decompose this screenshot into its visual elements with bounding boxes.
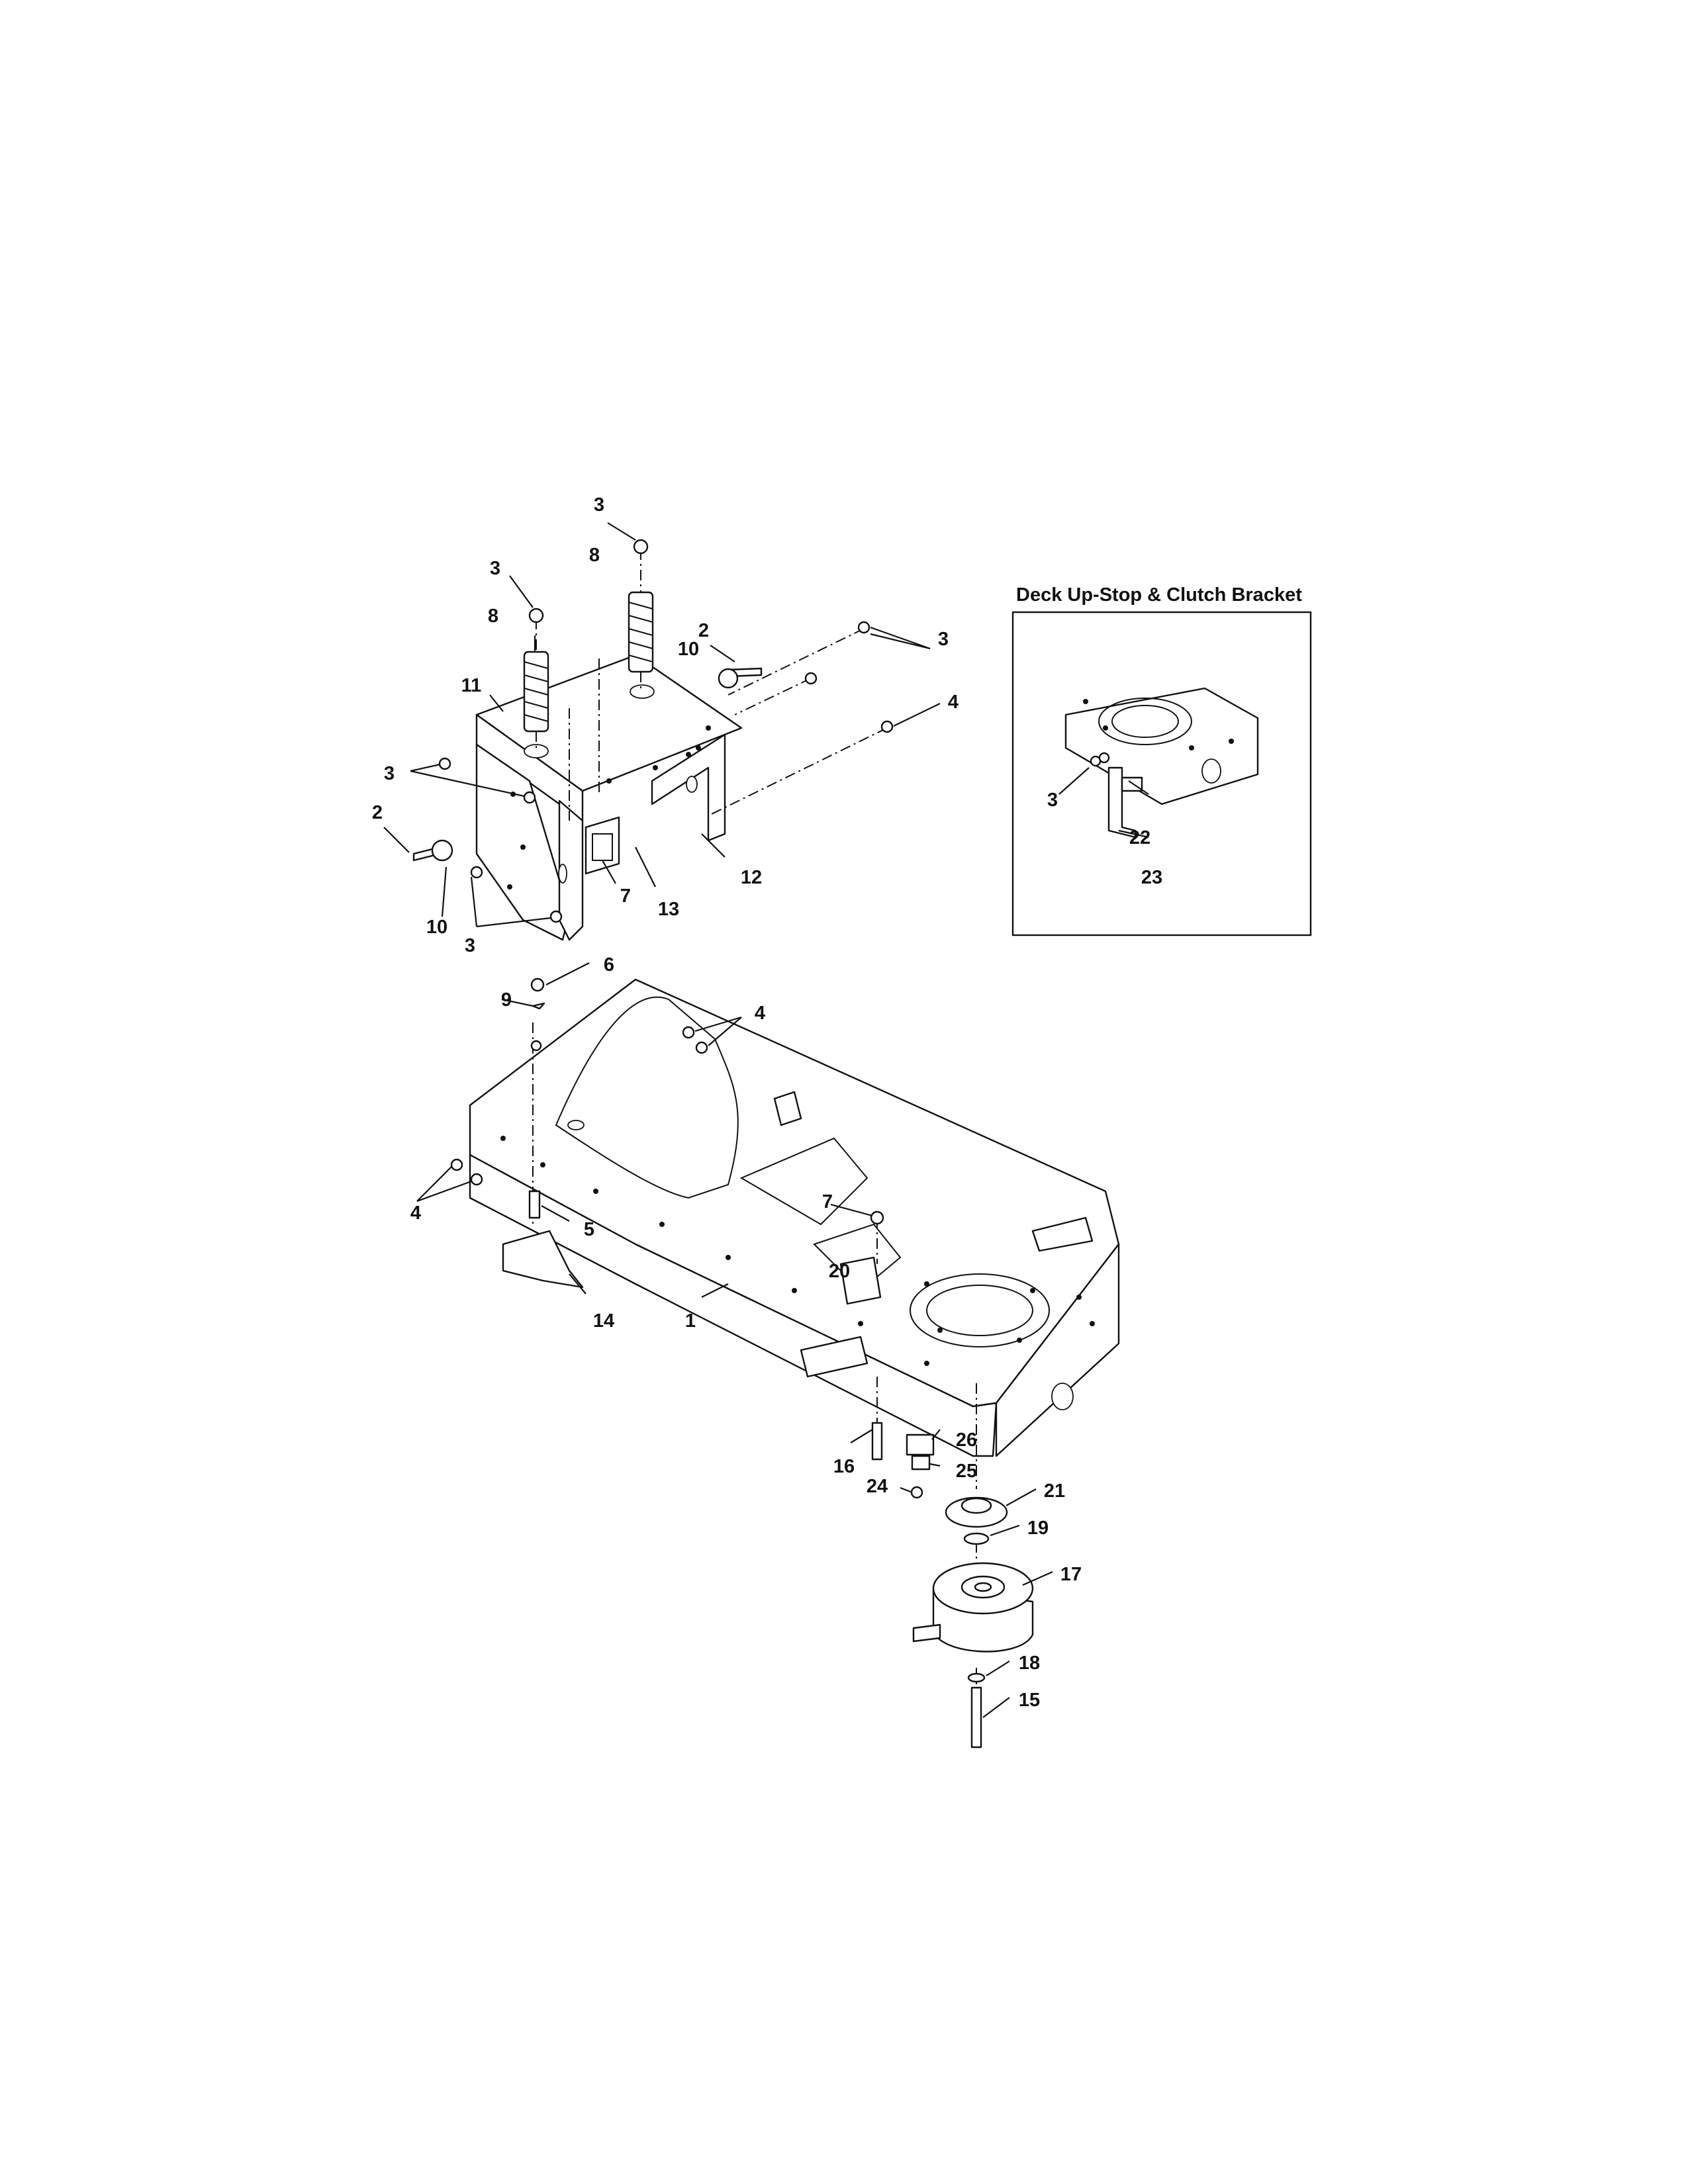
callout-3: 3 [490,558,500,579]
callout-23: 23 [1141,867,1162,888]
hex-nut-3-f [523,791,536,804]
bracket-25 [911,1455,931,1471]
spring-8-right [628,591,654,673]
screw-24 [910,1486,923,1499]
callout-7: 7 [620,886,631,907]
callout-26: 26 [956,1430,977,1451]
callout-3: 3 [465,935,475,956]
hex-nut-3-a [528,608,544,623]
hex-nut-4-b [682,1026,695,1039]
hex-nut-4-a [880,720,894,733]
callout-15: 15 [1019,1690,1040,1711]
frame-assembly [416,962,1120,1749]
callout-3-inset: 3 [1047,790,1058,811]
nut-6 [530,978,545,992]
pulley-21 [945,1496,1008,1528]
callout-7: 7 [822,1191,833,1212]
callout-8: 8 [589,545,600,566]
pto-clutch-17 [912,1562,1034,1653]
hex-nut-3-c [857,621,870,634]
bolt-2-upper [718,667,763,689]
spring-8-left [523,651,549,733]
callout-4: 4 [948,692,959,713]
callout-2: 2 [372,802,383,823]
callout-19: 19 [1027,1518,1049,1539]
hex-nut-3-d [804,672,818,685]
frame-foot-tab-right [1031,1216,1094,1252]
callout-9: 9 [501,989,512,1011]
callout-10: 10 [678,639,699,660]
bolt-5 [528,1190,541,1219]
washer-10-upper [718,668,739,689]
callout-16: 16 [833,1456,855,1477]
callout-11: 11 [461,675,482,696]
callout-6: 6 [604,954,614,976]
switch-26 [906,1433,935,1456]
bolt-2-lower [412,839,453,862]
callout-12: 12 [741,867,762,888]
frame-cutout [555,996,739,1199]
washer-18 [967,1672,986,1683]
inset-up-stop-bracket-22 [1107,766,1137,839]
pin-9 [532,1002,545,1010]
callout-4: 4 [410,1203,421,1224]
upper-bracket-assembly [383,522,941,941]
callout-22: 22 [1129,827,1150,848]
hex-nut-4-e [470,1173,483,1186]
callout-3: 3 [384,763,395,784]
callout-10: 10 [426,917,447,938]
bolt-15 [970,1686,982,1749]
callout-labels: 3 8 3 8 2 10 3 11 4 3 2 7 13 12 10 3 6 9… [372,494,1082,1711]
callout-3: 3 [938,629,949,650]
callout-1: 1 [685,1310,696,1332]
callout-17: 17 [1060,1564,1082,1585]
nut-7-frame [870,1210,884,1225]
hex-nut-4-d [450,1158,463,1171]
callout-20: 20 [829,1261,850,1282]
clutch-connector [912,1623,941,1643]
frame-1-side [469,1154,998,1457]
inset-title: Deck Up-Stop & Clutch Bracket [1016,584,1302,606]
callout-18: 18 [1019,1653,1040,1674]
callout-3: 3 [594,494,604,516]
callout-25: 25 [956,1461,977,1482]
callout-5: 5 [584,1219,594,1240]
callout-21: 21 [1044,1480,1065,1502]
callout-8: 8 [488,606,498,627]
frame-foot-tab-left [800,1336,868,1378]
callout-4: 4 [755,1003,765,1024]
hex-nut-3-e [438,757,451,770]
callout-24: 24 [867,1476,888,1497]
callout-2: 2 [698,620,709,641]
hex-nut-3-g [470,866,483,879]
callout-14: 14 [593,1310,614,1332]
spring-seat-right [630,684,655,699]
hex-nut-4-c [695,1041,708,1054]
bracket-11-right-leg [558,799,584,941]
inset-panel: Deck Up-Stop & Clutch Bracket 3 22 23 [1011,584,1312,936]
callout-13: 13 [658,899,679,920]
hex-nut-3-h [549,910,563,923]
bracket-11-side-wall [475,743,571,941]
hex-nut-3-b [633,539,649,555]
bolt-16 [871,1422,883,1461]
spacer-19 [963,1532,990,1545]
bracket-20 [839,1256,882,1305]
spring-seat-left [524,744,549,758]
deck-bracket-14 [502,1230,584,1289]
plate-13 [585,816,620,875]
washer-10-lower [431,839,453,862]
